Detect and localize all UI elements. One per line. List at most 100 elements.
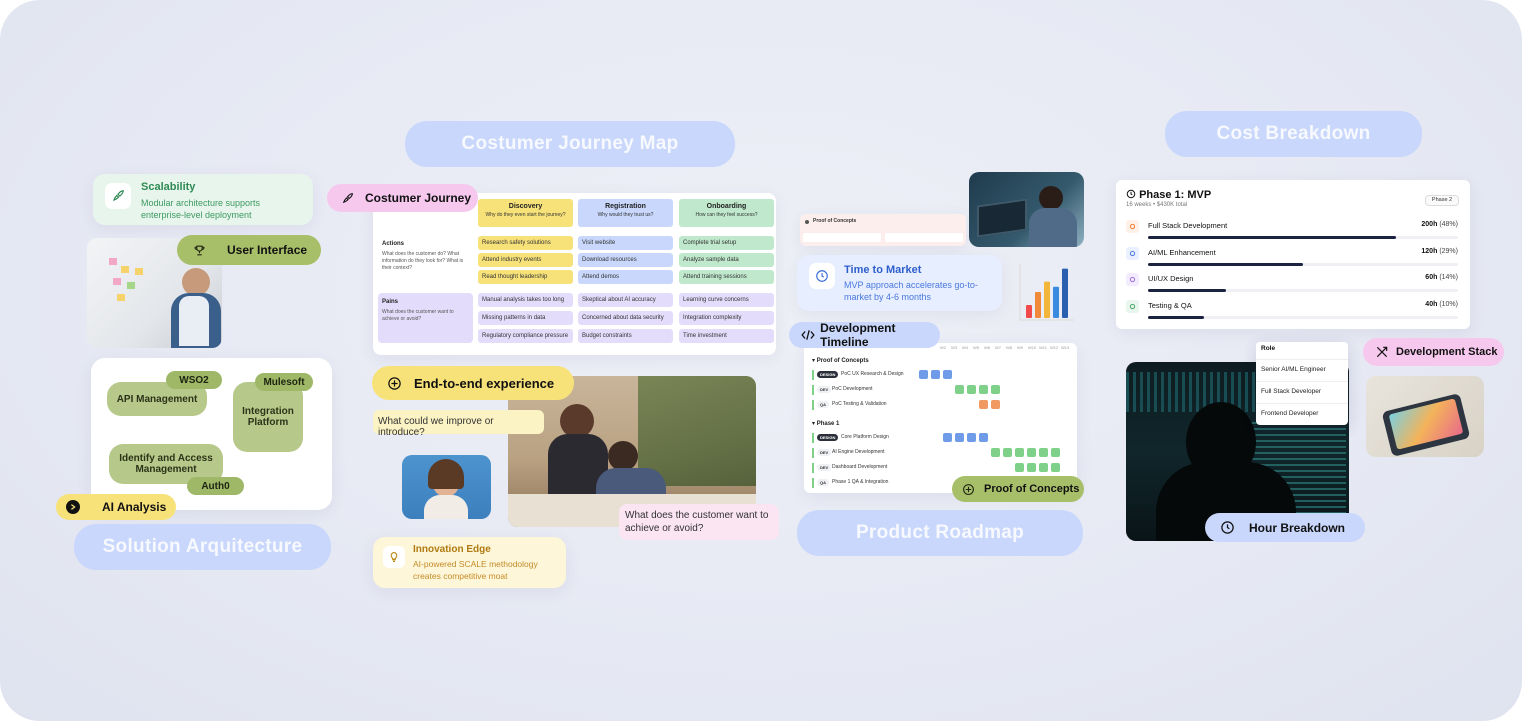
cost-item-hours: 60h (14%) [1425,274,1458,281]
week-label: W13 [1061,345,1070,350]
integration-platform-block[interactable]: Integration Platform [233,382,303,452]
hour-breakdown-label: Hour Breakdown [1249,520,1346,535]
proof-of-concepts-label: Proof of Concepts [984,483,1080,495]
action-cell: Research safety solutions [478,236,573,250]
cost-item-label: AI/ML Enhancement [1148,247,1216,257]
role-item[interactable]: Senior AI/ML Engineer [1261,366,1326,373]
target-icon [386,376,402,391]
journey-map-title: Costumer Journey Map [405,121,735,167]
pain-cell: Missing patterns in data [478,311,573,325]
user-interface-pill[interactable]: User Interface [177,235,321,265]
chart-axis [1019,264,1074,321]
timeline-cell [991,448,1000,457]
timeline-cell [943,370,952,379]
clock-icon [1219,520,1235,535]
ai-analysis-label: AI Analysis [102,500,167,514]
timeline-cell [919,370,928,379]
development-timeline-pill[interactable]: Development Timeline [789,321,940,349]
week-label: W11 [1039,345,1047,350]
task-row-marker [812,433,814,443]
customer-journey-label: Costumer Journey [365,191,472,205]
week-label: W3 [951,345,957,350]
week-label: W6 [984,345,990,350]
hours-value: 60h [1425,274,1438,281]
timeline-cell [1015,448,1024,457]
action-cell: Download resources [578,253,673,267]
phase-2-button[interactable]: Phase 2 [1425,195,1459,206]
proof-of-concepts-pill[interactable]: Proof of Concepts [952,476,1084,502]
task-row-marker [812,400,814,410]
action-cell: Attend demos [578,270,673,284]
development-stack-pill[interactable]: Development Stack [1363,338,1504,366]
pct-value: (29%) [1439,247,1458,255]
timeline-cell [1039,463,1048,472]
timeline-cell [1051,463,1060,472]
week-label: W12 [1050,345,1059,350]
role-list-overlay: Role Senior AI/ML Engineer Full Stack De… [1256,342,1348,425]
user-interface-label: User Interface [227,243,308,257]
rocket-icon [1126,220,1139,233]
chart-bar [1035,292,1041,318]
task-tag: DESIGN [817,371,839,378]
end-to-end-pill[interactable]: End-to-end experience [372,366,574,400]
action-cell: Attend training sessions [679,270,774,284]
timeline-cell [979,400,988,409]
cost-bar-track [1148,289,1458,292]
scalability-desc-2: enterprise-level deployment [141,210,252,220]
pain-cell: Learning curve concerns [679,293,774,307]
woman-portrait-photo [402,455,491,519]
customer-journey-pill[interactable]: Costumer Journey [327,184,478,212]
role-header: Role [1261,345,1276,352]
hours-value: 40h [1425,300,1438,308]
end-to-end-label: End-to-end experience [414,375,555,391]
cost-bar-fill [1148,236,1396,239]
role-item[interactable]: Frontend Developer [1261,410,1319,417]
innovation-title: Innovation Edge [413,544,491,555]
phase-1-label: ▾ Phase 1 [812,421,840,427]
time-to-market-desc-1: MVP approach accelerates go-to- [844,280,978,290]
task-tag: QA [817,479,829,486]
timeline-cell [979,433,988,442]
mini-bar-chart [1019,264,1074,321]
pct-value: (48%) [1439,221,1458,228]
chart-bar [1062,268,1068,318]
chart-bar [1044,281,1050,318]
task-tag: DEV [817,386,832,393]
poc-mini-card: Proof of Concepts [800,214,966,246]
task-tag: DESIGN [817,434,839,441]
cost-item-label: Full Stack Development [1148,221,1228,230]
innovation-card: Innovation Edge AI-powered SCALE methodo… [373,537,566,588]
rocket-icon [105,183,131,209]
pains-label: Pains [382,299,399,305]
phase-poc-text: Proof of Concepts [816,358,869,364]
timeline-cell [991,385,1000,394]
action-cell: Visit website [578,236,673,250]
hours-value: 200h [1421,221,1438,228]
ai-analysis-pill[interactable]: AI Analysis [56,494,176,520]
development-timeline-label: Development Timeline [820,321,896,349]
pain-cell: Time investment [679,329,774,343]
chart-bar [1026,305,1032,318]
solution-architecture-title: Solution Arquitecture [74,524,331,570]
task-row-marker [812,478,814,488]
time-to-market-desc-2: market by 4-6 months [844,292,932,302]
time-to-market-title: Time to Market [844,264,922,276]
task-tag: QA [817,401,829,408]
task-tag: DEV [817,449,832,456]
poc-mini-title: Proof of Concepts [813,218,857,224]
pains-desc: What does the customer want to achieve o… [382,309,454,322]
rocket-icon [339,192,355,205]
role-item[interactable]: Full Stack Developer [1261,388,1321,395]
pct-value: (10%) [1439,300,1458,308]
phase-poc-label: ▾ Proof of Concepts [812,358,869,364]
hour-breakdown-pill[interactable]: Hour Breakdown [1205,513,1365,542]
week-label: W8 [1006,345,1012,350]
timeline-cell [1027,463,1036,472]
task-label: PoC Testing & Validation [832,401,887,407]
task-label: AI Engine Development [832,449,885,455]
timeline-cell [955,433,964,442]
pains-row-bg [378,293,473,343]
task-label: PoC Development [832,386,873,392]
actions-desc: What does the customer do? What informat… [382,251,464,271]
